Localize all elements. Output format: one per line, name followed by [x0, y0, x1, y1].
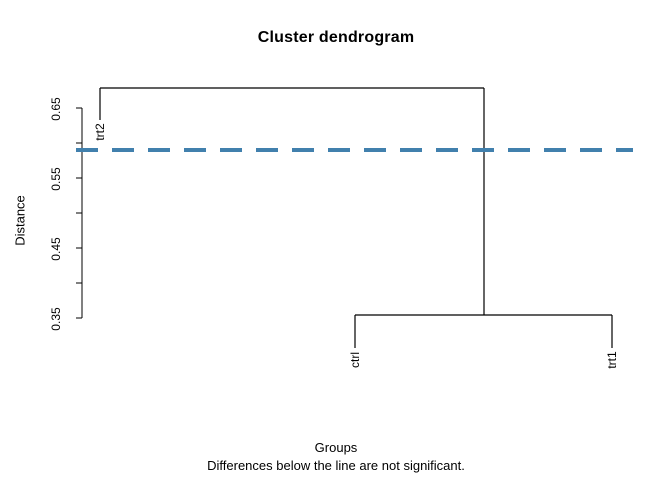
page-title: Cluster dendrogram [257, 29, 415, 46]
y-tick-label-0-65: 0.65 [49, 97, 63, 121]
x-axis-sublabel: Differences below the line are not signi… [207, 458, 465, 473]
leaf-label-ctrl: ctrl [348, 352, 362, 368]
y-tick-label-0-55: 0.55 [49, 167, 63, 191]
y-axis-label: Distance [12, 195, 28, 246]
dendrogram-branch-root [99, 87, 485, 315]
leaf-label-trt2: trt2 [93, 123, 107, 141]
y-tick-label-0-45: 0.45 [49, 237, 63, 261]
y-tick-label-0-35: 0.35 [49, 307, 63, 331]
x-axis-label: Groups [314, 440, 358, 455]
y-axis [76, 107, 83, 319]
dendrogram-branch-ctrl-trt1 [354, 314, 613, 348]
leaf-label-trt1: trt1 [605, 351, 619, 369]
